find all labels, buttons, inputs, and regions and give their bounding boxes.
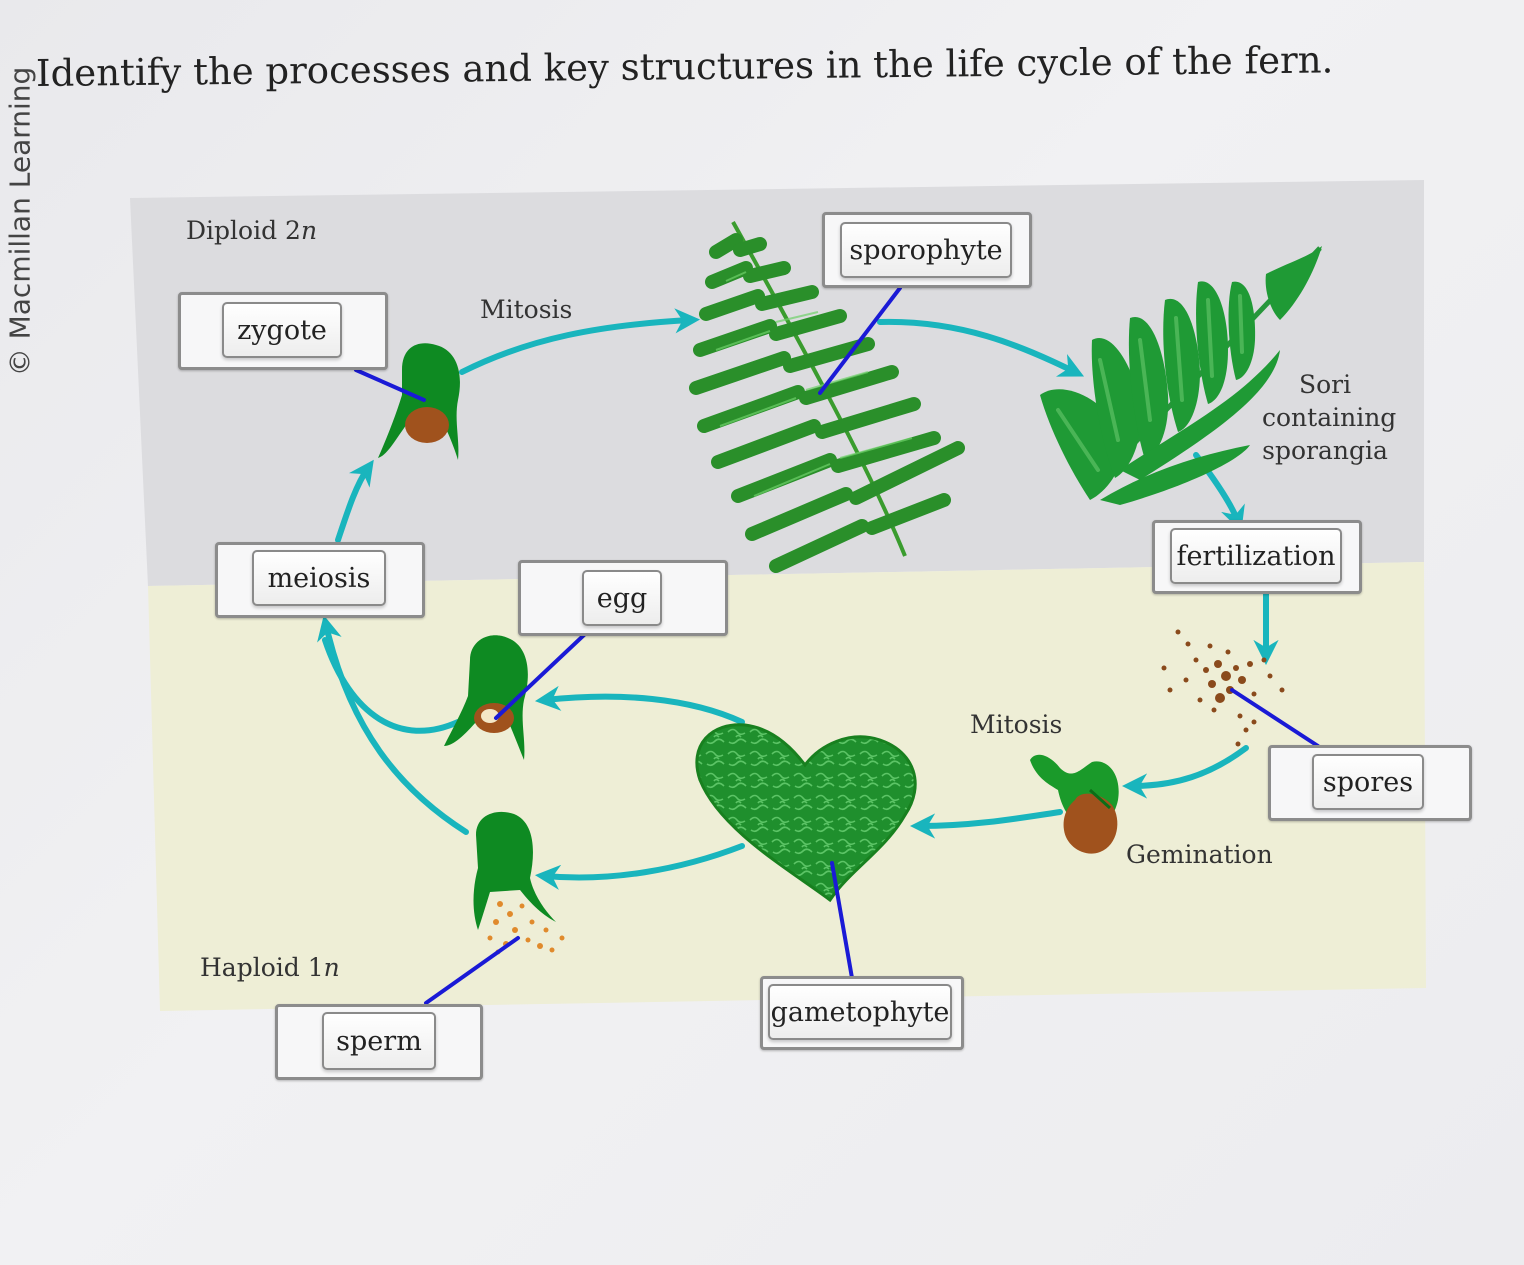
sori-line-1: Sori <box>1298 370 1352 399</box>
leader-sperm <box>424 936 520 1005</box>
spore-cluster <box>1161 629 1285 747</box>
arrow-zygote-to-sporophyte <box>459 308 701 375</box>
answer-chip-gametophyte[interactable]: gametophyte <box>768 984 952 1040</box>
diploid-label: Diploid 2n <box>186 216 317 245</box>
leader-gametophyte <box>830 861 854 980</box>
answer-chip-sperm[interactable]: sperm <box>322 1012 436 1070</box>
haploid-label-text: Haploid 1 <box>200 953 324 982</box>
gametophyte-heart <box>695 723 917 903</box>
answer-chip-zygote[interactable]: zygote <box>222 302 342 358</box>
arrow-meiosis-to-zygote <box>335 459 374 543</box>
germinating-spore <box>1030 754 1119 854</box>
mitosis-bottom-label: Mitosis <box>970 710 1063 739</box>
diploid-label-text: Diploid 2 <box>186 216 301 245</box>
leader-zygote <box>354 368 426 402</box>
leader-sporophyte <box>818 286 902 395</box>
cycle-arrows <box>317 308 1279 890</box>
sori-line-3: sporangia <box>1262 436 1388 465</box>
haploid-n: n <box>323 953 340 982</box>
leader-spores <box>1230 688 1320 748</box>
sori-frond <box>1040 246 1322 505</box>
answer-chip-fertilization[interactable]: fertilization <box>1170 528 1342 584</box>
sori-line-2: containing <box>1262 403 1397 432</box>
leader-lines <box>354 286 1320 1005</box>
diploid-n: n <box>300 216 318 245</box>
answer-chip-meiosis[interactable]: meiosis <box>252 550 386 606</box>
answer-chip-spores[interactable]: spores <box>1312 754 1424 810</box>
arrow-sporophyte-to-frond <box>877 318 1085 377</box>
arrow-gametophyte-to-egg <box>534 685 745 725</box>
haploid-label: Haploid 1n <box>200 953 340 982</box>
sori-label: Sori containing sporangia <box>1262 368 1397 467</box>
sperm-structure <box>473 811 565 955</box>
mitosis-top-label: Mitosis <box>480 295 573 324</box>
sporophyte-fern <box>689 221 965 573</box>
arrow-spores-to-germinating <box>1121 745 1249 799</box>
arrow-egg-to-meiosis <box>322 637 461 734</box>
leader-egg <box>494 633 586 720</box>
zygote-structure <box>378 343 460 460</box>
answer-chip-sporophyte[interactable]: sporophyte <box>840 222 1012 278</box>
arrow-germinating-to-gametophyte <box>909 809 1063 839</box>
arrow-gametophyte-to-sperm <box>534 843 745 890</box>
gemination-label: Gemination <box>1126 840 1273 869</box>
answer-chip-egg[interactable]: egg <box>582 570 662 626</box>
